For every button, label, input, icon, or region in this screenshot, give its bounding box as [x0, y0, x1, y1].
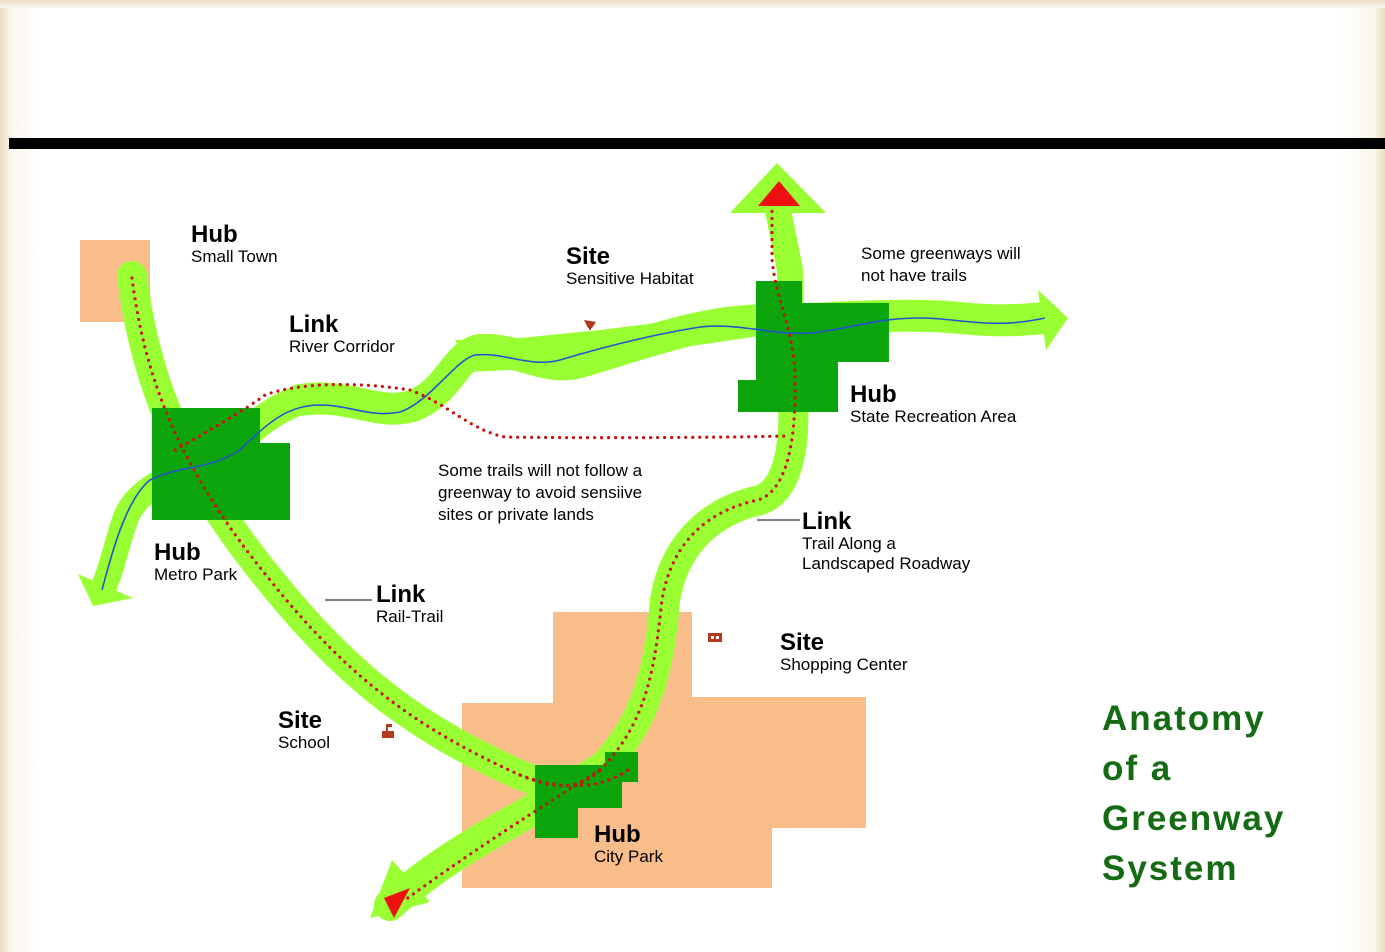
title-line: System	[1102, 849, 1239, 888]
hub-metro-label: Hub Metro Park	[154, 540, 237, 585]
avoid-sites-note: Some trails will not follow a greenway t…	[438, 460, 642, 526]
note-line: Some trails will not follow a	[438, 461, 643, 480]
hub-label-desc: Metro Park	[154, 565, 238, 584]
link-label-kind: Link	[289, 311, 339, 338]
link-road-label: Link Trail Along a Landscaped Roadway	[802, 509, 970, 574]
river-corridor-fill	[455, 308, 760, 378]
hub-small-town-label: Hub Small Town	[191, 222, 278, 267]
north-red-arrow	[758, 181, 800, 206]
roadway-trail	[598, 203, 797, 772]
header-rule	[9, 138, 1385, 149]
diagram-title: Anatomy of a Greenway System	[1102, 694, 1362, 894]
southwest-trail	[403, 768, 602, 902]
site-label-kind: Site	[780, 629, 825, 656]
river-line	[101, 317, 1046, 591]
shopping-site-icon	[708, 633, 722, 642]
southwest-arrow	[370, 860, 430, 918]
school-site-icon	[382, 724, 394, 738]
site-habitat-label: Site Sensitive Habitat	[566, 244, 694, 289]
hub-label-kind: Hub	[594, 821, 641, 848]
note-line: Some greenways will	[861, 244, 1021, 263]
city-park-hub	[535, 752, 638, 838]
title-line: of a	[1102, 749, 1173, 788]
west-arrow	[78, 574, 133, 606]
site-shopping-label: Site Shopping Center	[780, 630, 908, 675]
state-recreation-hub	[738, 281, 889, 412]
link-label-desc: Trail Along a	[802, 534, 896, 553]
hub-city-label: Hub City Park	[594, 822, 663, 867]
link-label-desc: Rail-Trail	[376, 607, 444, 626]
hub-label-kind: Hub	[850, 381, 897, 408]
note-line: sites or private lands	[438, 505, 594, 524]
link-label-kind: Link	[802, 508, 852, 535]
site-label-kind: Site	[566, 243, 611, 270]
hub-state-label: Hub State Recreation Area	[850, 382, 1016, 427]
habitat-site-icon	[584, 320, 596, 330]
hub-label-desc: City Park	[594, 847, 663, 866]
site-label-kind: Site	[278, 707, 323, 734]
hub-label-kind: Hub	[191, 221, 238, 248]
title-line: Greenway	[1102, 799, 1286, 838]
link-label-kind: Link	[376, 581, 426, 608]
link-label-desc: River Corridor	[289, 337, 395, 356]
site-school-label: Site School	[278, 708, 330, 753]
link-label-desc-2: Landscaped Roadway	[802, 554, 971, 573]
hub-label-desc: State Recreation Area	[850, 407, 1017, 426]
no-trails-note: Some greenways will not have trails	[861, 243, 1021, 287]
link-rail-label: Link Rail-Trail	[376, 582, 443, 627]
site-label-desc: Shopping Center	[780, 655, 908, 674]
note-line: not have trails	[861, 266, 967, 285]
note-line: greenway to avoid sensiive	[438, 483, 643, 502]
title-line: Anatomy	[1102, 699, 1266, 738]
top-band	[0, 0, 1385, 8]
site-label-desc: School	[278, 733, 330, 752]
roadway-band	[585, 385, 809, 785]
metro-spur-trail	[173, 382, 792, 452]
site-label-desc: Sensitive Habitat	[566, 269, 694, 288]
east-arrow	[1038, 290, 1068, 350]
link-river-label: Link River Corridor	[289, 312, 395, 357]
southwest-red-arrow	[384, 888, 410, 918]
rail-trail-line	[130, 276, 602, 788]
city-park-trail	[518, 768, 630, 788]
hub-label-kind: Hub	[154, 539, 201, 566]
hub-label-desc: Small Town	[191, 247, 278, 266]
